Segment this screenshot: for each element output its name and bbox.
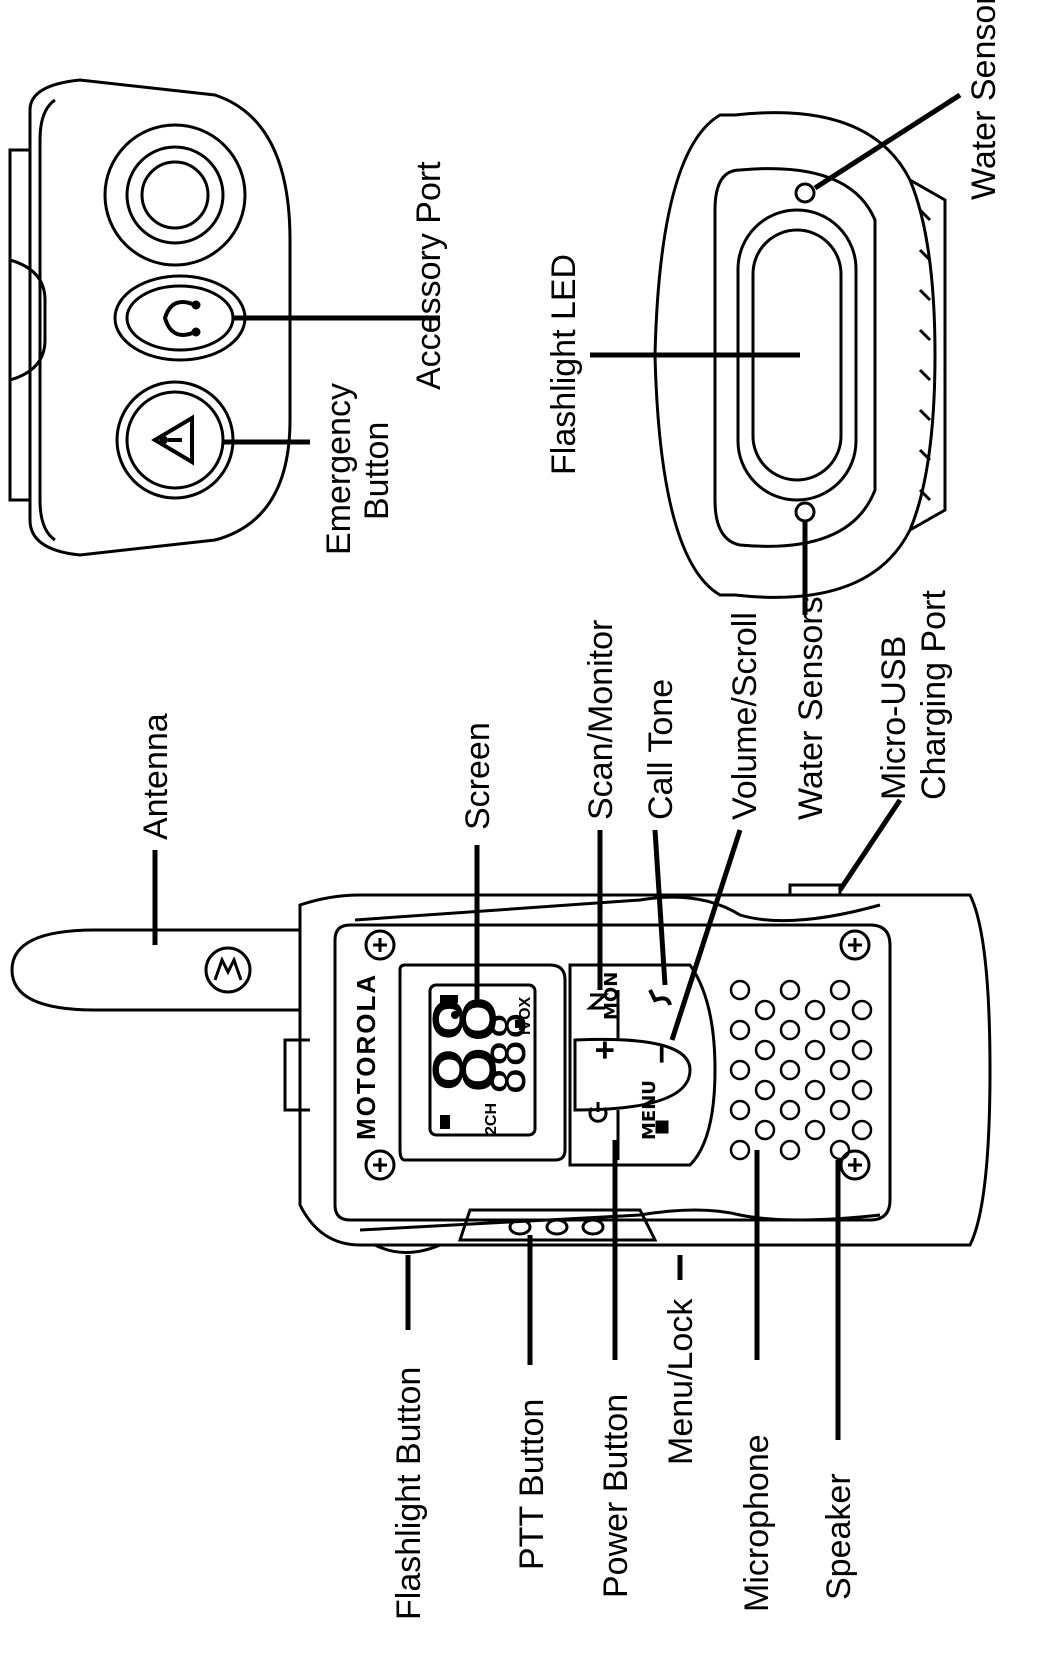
label-emergency-line2: Button bbox=[358, 422, 396, 520]
label-speaker: Speaker bbox=[820, 1473, 858, 1600]
label-call-tone: Call Tone bbox=[642, 679, 680, 820]
label-micro-usb-line1: Micro-USB bbox=[875, 636, 913, 800]
label-accessory-port: Accessory Port bbox=[410, 161, 448, 390]
scan-icon bbox=[585, 993, 610, 1010]
warning-triangle-icon bbox=[151, 414, 194, 466]
label-scan-monitor: Scan/Monitor bbox=[582, 620, 620, 820]
brand-logo-text: MOTOROLA bbox=[351, 973, 381, 1140]
lock-icon bbox=[655, 1120, 669, 1134]
label-menu-lock: Menu/Lock bbox=[662, 1298, 700, 1465]
label-antenna: Antenna bbox=[137, 713, 175, 840]
speaker-grille bbox=[729, 979, 873, 1161]
label-screen: Screen bbox=[459, 722, 497, 830]
minus-key-label: − bbox=[643, 1044, 681, 1064]
power-icon bbox=[588, 1107, 608, 1123]
mon-key-label: MON bbox=[601, 972, 622, 1020]
volume-rocker bbox=[573, 1037, 692, 1112]
label-ptt-button: PTT Button bbox=[513, 1399, 551, 1570]
plus-key-label: + bbox=[586, 1040, 624, 1060]
label-flashlight-button: Flashlight Button bbox=[390, 1367, 428, 1620]
screen-ivox: iVOX bbox=[517, 996, 534, 1035]
label-power-button: Power Button bbox=[597, 1394, 635, 1598]
label-microphone: Microphone bbox=[738, 1434, 776, 1612]
water-sensor-dot bbox=[794, 182, 816, 204]
screen-2ch: 2CH bbox=[483, 1103, 500, 1135]
antenna bbox=[10, 928, 302, 1012]
call-tone-icon bbox=[648, 989, 672, 1006]
menu-key-label: MENU bbox=[639, 1080, 660, 1140]
label-flashlight-led: Flashlight LED bbox=[545, 254, 583, 475]
label-water-sensors-right: Water Sensors bbox=[965, 0, 1003, 200]
screen-main-digits: 88 bbox=[417, 994, 515, 1095]
radio-front bbox=[10, 883, 992, 1254]
screen-sub-digits: 888 bbox=[482, 1012, 536, 1095]
lcd-screen bbox=[428, 983, 537, 1137]
speaker-port-outer bbox=[103, 123, 247, 267]
bottom-view bbox=[8, 78, 292, 557]
accessory-port-icon bbox=[162, 300, 196, 337]
label-water-sensors-left: Water Sensors bbox=[792, 596, 830, 820]
motorola-logo-icon bbox=[204, 946, 252, 994]
label-emergency-line1: Emergency bbox=[320, 383, 358, 555]
label-volume-scroll: Volume/Scroll bbox=[726, 612, 764, 820]
label-micro-usb-line2: Charging Port bbox=[915, 590, 953, 800]
